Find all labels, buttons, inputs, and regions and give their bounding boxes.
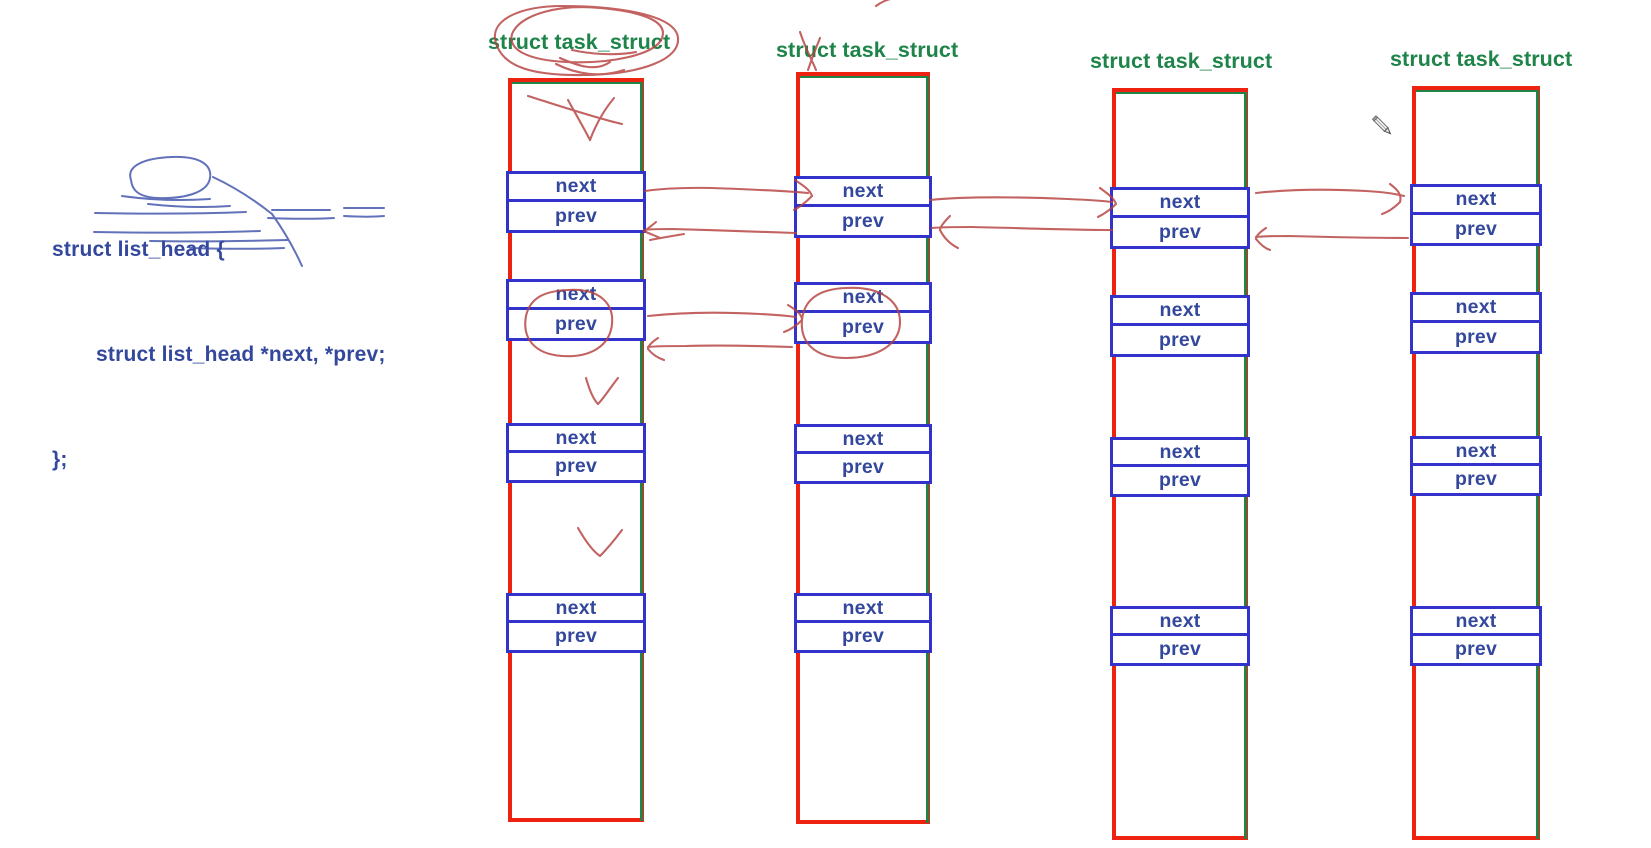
prev-field: prev	[555, 625, 597, 647]
column-header-1: struct task_struct	[488, 30, 671, 54]
prev-field: prev	[555, 204, 597, 227]
code-line-0: struct list_head {	[52, 238, 225, 261]
prev-field: prev	[1455, 468, 1497, 490]
next-field: next	[509, 426, 643, 453]
next-field: next	[1113, 609, 1247, 636]
code-line-1: struct list_head *next, *prev;	[96, 343, 386, 366]
next-field: next	[1413, 609, 1539, 636]
prev-field: prev	[1455, 638, 1497, 660]
prev-field: prev	[1455, 325, 1497, 348]
next-field: next	[797, 179, 929, 207]
prev-field: prev	[1159, 328, 1201, 351]
next-field: next	[1113, 298, 1247, 326]
next-field: next	[1413, 295, 1539, 323]
next-field: next	[509, 596, 643, 623]
prev-field: prev	[842, 315, 884, 338]
code-snippet-list-head: struct list_head { struct list_head *nex…	[52, 162, 452, 547]
prev-field: prev	[555, 455, 597, 477]
prev-field: prev	[555, 312, 597, 335]
next-field: next	[1413, 439, 1539, 466]
next-field: next	[1113, 190, 1247, 218]
column-header-2: struct task_struct	[776, 38, 959, 62]
prev-field: prev	[1159, 220, 1201, 243]
next-field: next	[797, 285, 929, 313]
next-field: next	[1413, 187, 1539, 215]
column-header-4: struct task_struct	[1390, 47, 1573, 71]
prev-field: prev	[842, 209, 884, 232]
pencil-cursor-icon	[1371, 115, 1392, 135]
next-field: next	[1113, 440, 1247, 467]
code-line-2: };	[52, 448, 68, 471]
column-header-3: struct task_struct	[1090, 49, 1273, 73]
next-field: next	[797, 427, 929, 454]
prev-field: prev	[1159, 638, 1201, 660]
prev-field: prev	[1159, 469, 1201, 491]
next-field: next	[509, 282, 643, 310]
prev-field: prev	[842, 456, 884, 478]
prev-field: prev	[1455, 217, 1497, 240]
next-field: next	[509, 174, 643, 202]
prev-field: prev	[842, 625, 884, 647]
next-field: next	[797, 596, 929, 623]
